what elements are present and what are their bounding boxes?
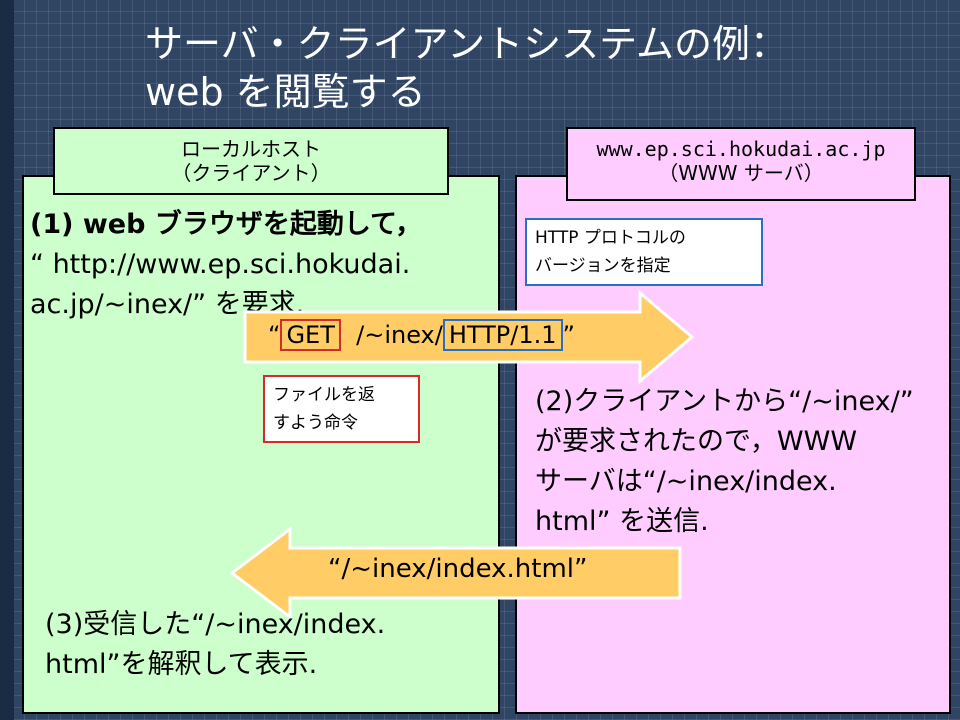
step-2-line-1: (2)クライアントから“/~inex/” (535, 386, 914, 417)
step-3-line-2: html”を解釈して表示. (45, 649, 318, 680)
get-command-note-line-1: ファイルを返 (273, 385, 375, 405)
response-line: “/~inex/index.html” (328, 554, 588, 584)
server-label-line-2: （WWW サーバ） (658, 161, 824, 185)
http-version-note-line-2: バージョンを指定 (535, 256, 671, 276)
request-version: HTTP/1.1 (442, 319, 563, 351)
request-close-quote: ” (562, 321, 575, 349)
step-3-text: (3)受信した“/~inex/index. html”を解釈して表示. (45, 605, 485, 685)
step-2-text: (2)クライアントから“/~inex/” が要求されたので，WWW サーバは“/… (535, 382, 935, 542)
request-open-quote: “ (268, 321, 281, 349)
request-method: GET (280, 319, 341, 351)
step-1-line-1: (1) web ブラウザを起動して， (30, 209, 423, 240)
server-label-line-1: www.ep.sci.hokudai.ac.jp (596, 137, 886, 161)
server-label: www.ep.sci.hokudai.ac.jp （WWW サーバ） (566, 127, 916, 201)
request-line: “GET /~inex/HTTP/1.1” (268, 319, 575, 351)
step-3-line-1: (3)受信した“/~inex/index. (45, 609, 386, 640)
step-2-line-3: サーバは“/~inex/index. (535, 466, 837, 497)
client-label-line-2: （クライアント） (171, 161, 331, 185)
client-label-line-1: ローカルホスト (181, 137, 321, 161)
slide-title: サーバ・クライアントシステムの例： web を閲覧する (145, 20, 925, 116)
get-command-note: ファイルを返 すよう命令 (263, 375, 420, 443)
response-arrow (229, 525, 682, 621)
step-2-line-2: が要求されたので，WWW (535, 426, 858, 457)
left-stripe (0, 0, 14, 720)
client-label: ローカルホスト （クライアント） (53, 127, 449, 195)
http-version-note-line-1: HTTP プロトコルの (535, 228, 686, 248)
request-arrow (243, 289, 695, 385)
client-panel (22, 175, 500, 714)
title-line-2: web を閲覧する (145, 70, 426, 114)
http-version-note: HTTP プロトコルの バージョンを指定 (525, 218, 763, 286)
step-2-line-4: html” を送信. (535, 506, 709, 537)
request-path: /~inex/ (356, 321, 443, 349)
step-1-line-2: “ http://www.ep.sci.hokudai. (30, 249, 411, 280)
title-line-1: サーバ・クライアントシステムの例： (145, 22, 788, 66)
get-command-note-line-2: すよう命令 (273, 413, 358, 433)
